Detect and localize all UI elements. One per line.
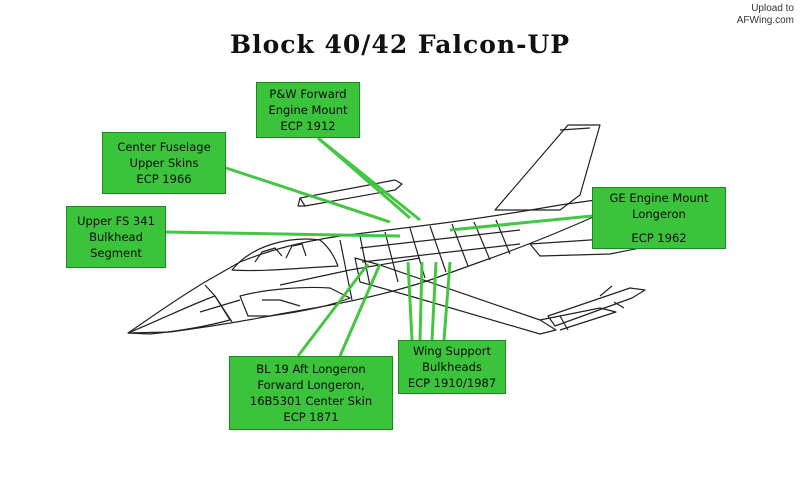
callout-line: Forward Longeron, xyxy=(257,378,365,392)
callout-line: Longeron xyxy=(632,207,686,221)
leader-bl19-1 xyxy=(296,263,370,357)
callout-line: Bulkhead xyxy=(89,230,143,244)
leader-pw-mount-2 xyxy=(317,136,421,222)
watermark-line2: AFWing.com xyxy=(736,15,794,26)
callout-line: ECP 1912 xyxy=(280,119,336,133)
callout-ge-engine-mount: GE Engine Mount Longeron ECP 1962 xyxy=(592,187,726,249)
callout-line: Segment xyxy=(90,246,142,260)
callout-line: BL 19 Aft Longeron xyxy=(256,362,366,376)
leader-wing-support-1 xyxy=(406,261,414,341)
callout-line: ECP 1910/1987 xyxy=(407,376,497,390)
callout-line: GE Engine Mount xyxy=(609,191,709,205)
callout-line: ECP 1966 xyxy=(136,172,192,186)
callout-line: Engine Mount xyxy=(268,103,348,117)
callout-wing-support-bulkheads: Wing Support Bulkheads ECP 1910/1987 xyxy=(398,340,506,394)
leader-lines xyxy=(165,136,593,357)
callout-line: Upper FS 341 xyxy=(77,214,155,228)
leader-wing-support-2 xyxy=(418,261,424,341)
callout-bl19-aft-longeron: BL 19 Aft Longeron Forward Longeron, 16B… xyxy=(229,356,393,430)
page-title: Block 40/42 Falcon-UP xyxy=(229,30,571,59)
callout-line: Bulkheads xyxy=(422,360,482,374)
callout-pw-forward-engine-mount: P&W Forward Engine Mount ECP 1912 xyxy=(256,82,360,138)
callout-line: P&W Forward xyxy=(269,87,347,101)
leader-upper-fs341 xyxy=(165,230,401,238)
aircraft-drawing xyxy=(127,124,651,335)
leader-wing-support-4 xyxy=(442,261,452,341)
leader-center-fuselage xyxy=(225,166,391,224)
callout-line: 16B5301 Center Skin xyxy=(249,394,373,408)
callout-line: ECP 1871 xyxy=(283,410,339,424)
leader-bl19-2 xyxy=(338,263,382,357)
leader-ge-mount xyxy=(449,214,593,232)
watermark-line1: Upload to xyxy=(751,3,794,14)
watermark: Upload to AFWing.com xyxy=(737,3,794,27)
callout-upper-fs341-bulkhead: Upper FS 341 Bulkhead Segment xyxy=(66,206,166,268)
callout-line: ECP 1962 xyxy=(631,231,687,245)
callout-line: Upper Skins xyxy=(129,156,199,170)
callout-line: Center Fuselage xyxy=(117,140,211,154)
leader-wing-support-3 xyxy=(430,261,438,341)
callout-center-fuselage: Center Fuselage Upper Skins ECP 1966 xyxy=(102,132,226,194)
callout-line: Wing Support xyxy=(412,344,492,358)
